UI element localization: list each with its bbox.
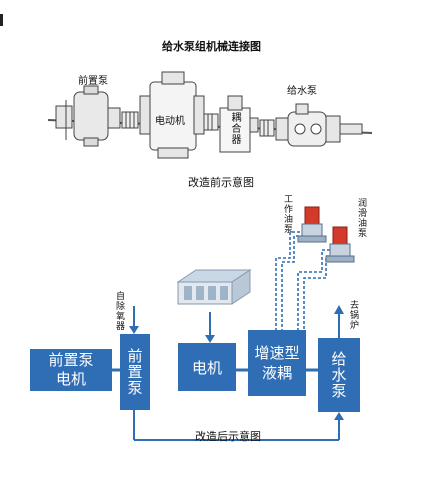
working-oil-pump-label: 工作油泵 bbox=[282, 194, 292, 234]
corner-mark bbox=[0, 14, 3, 26]
feed-pump-text: 给水泵 bbox=[329, 351, 348, 399]
coupling-3-drawing bbox=[259, 119, 275, 137]
coupling-block: 增速型液耦 bbox=[248, 330, 306, 396]
before-caption: 改造前示意图 bbox=[188, 176, 254, 189]
feed-pump-label: 给水泵 bbox=[287, 86, 317, 97]
boiler-label: 去锅炉 bbox=[348, 300, 358, 330]
oil-lines bbox=[275, 231, 334, 338]
hydraulic-coupler-drawing bbox=[219, 95, 259, 153]
deaerator-label: 自除氧器 bbox=[114, 291, 124, 331]
coupling-1-drawing bbox=[121, 111, 139, 129]
motor-text: 电机 bbox=[191, 358, 222, 377]
booster-motor-block: 前置泵电机 bbox=[30, 349, 112, 391]
feed-pump-block: 给水泵 bbox=[318, 338, 360, 412]
booster-pump-label: 前置泵 bbox=[78, 76, 108, 87]
coupler-label: 耦合器 bbox=[229, 112, 240, 145]
motor-label: 电动机 bbox=[155, 116, 185, 127]
booster-motor-text: 前置泵电机 bbox=[48, 351, 94, 388]
booster-pump-text: 前置泵 bbox=[125, 348, 144, 396]
top-diagram-title: 给水泵组机械连接图 bbox=[162, 40, 261, 53]
cabinet-drawing bbox=[176, 269, 252, 305]
motor-block: 电机 bbox=[178, 343, 236, 391]
after-caption: 改造后示意图 bbox=[195, 430, 261, 443]
feed-pump-drawing bbox=[275, 103, 363, 147]
motor-drawing bbox=[139, 71, 205, 159]
lube-oil-pump-label: 润滑油泵 bbox=[356, 198, 366, 238]
lube-oil-pump-drawing bbox=[325, 226, 355, 263]
booster-pump-drawing bbox=[55, 85, 121, 147]
coupling-2-drawing bbox=[203, 113, 219, 131]
coupling-text: 增速型液耦 bbox=[254, 344, 300, 382]
working-oil-pump-drawing bbox=[297, 206, 327, 243]
booster-pump-block: 前置泵 bbox=[120, 334, 150, 410]
